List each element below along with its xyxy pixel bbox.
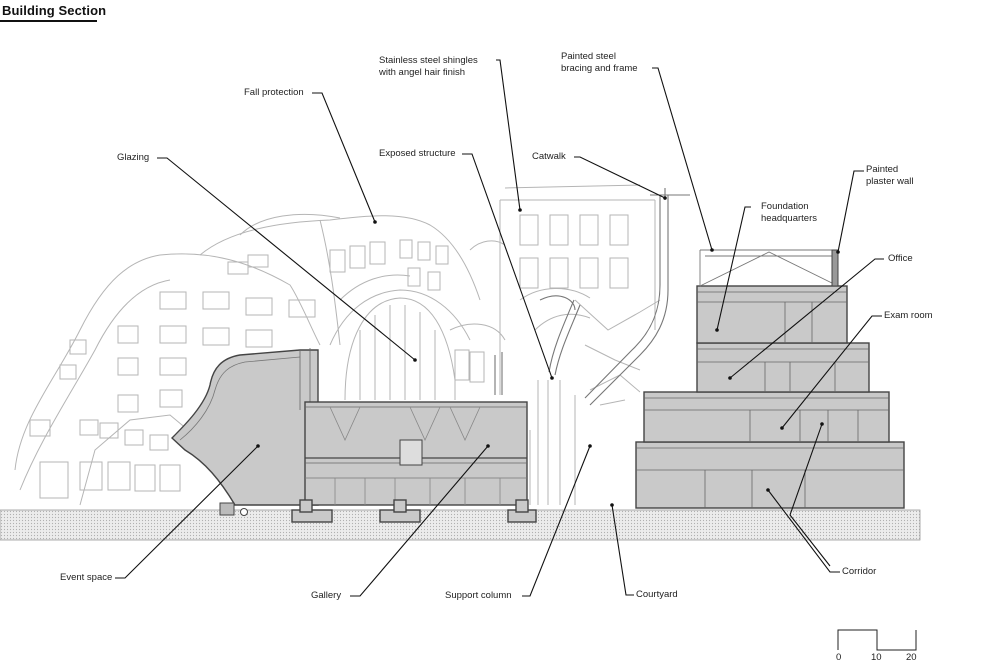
- title-underline: [0, 20, 97, 22]
- leader-dots: [256, 196, 840, 507]
- label-office: Office: [888, 253, 913, 264]
- scale-label-0: 0: [836, 652, 842, 663]
- label-exposed-structure: Exposed structure: [379, 148, 456, 159]
- ground: [0, 509, 921, 541]
- drawing-title: Building Section: [2, 3, 107, 18]
- label-corridor: Corridor: [842, 566, 877, 577]
- catwalk-structure: [494, 188, 690, 406]
- label-support-column: Support column: [445, 590, 512, 601]
- scale-bar: [837, 629, 917, 651]
- label-glazing: Glazing: [117, 152, 150, 163]
- label-painted-steel: Painted steel bracing and frame: [561, 51, 638, 74]
- label-painted-plaster: Painted plaster wall: [866, 164, 914, 187]
- scale-label-10: 10: [871, 652, 882, 663]
- label-fall-protection: Fall protection: [244, 87, 304, 98]
- label-event-space: Event space: [60, 572, 113, 583]
- label-catwalk: Catwalk: [532, 151, 566, 162]
- label-foundation-hq: Foundation headquarters: [761, 201, 817, 224]
- gallery-section: [291, 401, 537, 523]
- label-stainless-shingles: Stainless steel shingles with angel hair…: [379, 55, 478, 78]
- label-courtyard: Courtyard: [636, 589, 678, 600]
- scale-label-20: 20: [906, 652, 917, 663]
- leader-lines: [115, 59, 884, 597]
- event-space-section: [170, 348, 319, 516]
- right-building-section: [635, 249, 905, 509]
- label-exam-room: Exam room: [884, 310, 933, 321]
- label-gallery: Gallery: [311, 590, 342, 601]
